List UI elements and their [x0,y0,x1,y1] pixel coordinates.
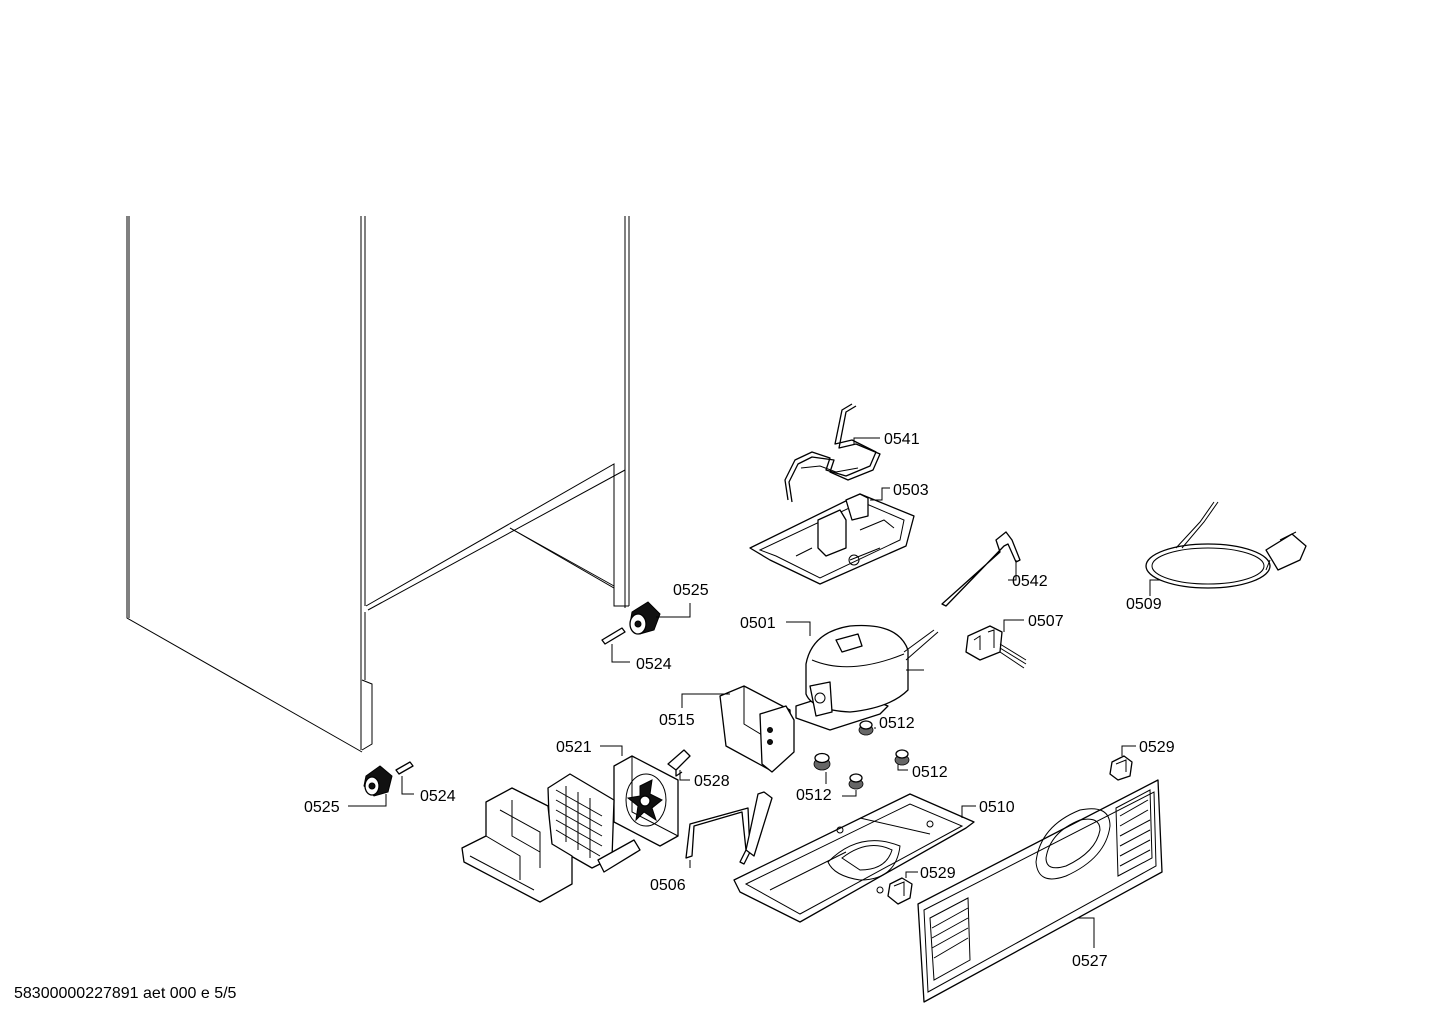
part-0541-wire-heater[interactable] [784,403,881,503]
label-0509: 0509 [1126,596,1162,613]
part-0503-compressor-tray[interactable] [749,493,915,585]
part-0524-pin-upper[interactable] [601,627,626,645]
label-0542: 0542 [1012,573,1048,590]
part-0509-power-cable[interactable] [1145,501,1307,589]
part-0506-tube[interactable] [685,791,773,865]
part-drain-tray[interactable] [461,787,573,903]
part-0515-control-module[interactable] [719,685,795,773]
label-0515: 0515 [659,712,695,729]
part-condenser-assembly[interactable] [547,773,641,873]
label-0521: 0521 [556,739,592,756]
part-0501-compressor[interactable] [795,624,939,731]
label-0529-lower: 0529 [920,865,956,882]
part-0525-roller-upper[interactable] [629,601,661,635]
label-0528: 0528 [694,773,730,790]
label-0512-a: 0512 [879,715,915,732]
document-id: 58300000227891 aet 000 e 5/5 [14,985,237,1002]
part-0507-start-relay[interactable] [965,625,1027,669]
label-0525-lower: 0525 [304,799,340,816]
label-0506: 0506 [650,877,686,894]
appliance-cabinet [126,216,630,753]
part-0521-fan[interactable] [613,755,679,847]
label-0503: 0503 [893,482,929,499]
part-0510-base-plate[interactable] [733,793,975,923]
label-0541: 0541 [884,431,920,448]
part-0512-grommet-d[interactable] [894,749,910,766]
part-0529-clip-lower[interactable] [887,877,913,905]
label-0512-c: 0512 [912,764,948,781]
label-0527: 0527 [1072,953,1108,970]
part-0512-grommet-a[interactable] [858,720,874,736]
part-0527-rear-panel[interactable] [917,779,1163,1003]
label-0510: 0510 [979,799,1015,816]
label-0529-upper: 0529 [1139,739,1175,756]
part-0512-grommet-b[interactable] [813,752,831,771]
label-0501: 0501 [740,615,776,632]
label-0512-b: 0512 [796,787,832,804]
part-0529-clip-upper[interactable] [1109,755,1133,781]
part-0512-grommet-c[interactable] [848,773,864,790]
label-0507: 0507 [1028,613,1064,630]
label-0525-upper: 0525 [673,582,709,599]
label-0524-upper: 0524 [636,656,672,673]
part-0525-roller-lower[interactable] [363,765,393,797]
part-0528-clip[interactable] [667,749,691,777]
part-0542-rod[interactable] [941,531,1021,607]
part-0524-pin-lower[interactable] [395,761,414,775]
label-0524-lower: 0524 [420,788,456,805]
